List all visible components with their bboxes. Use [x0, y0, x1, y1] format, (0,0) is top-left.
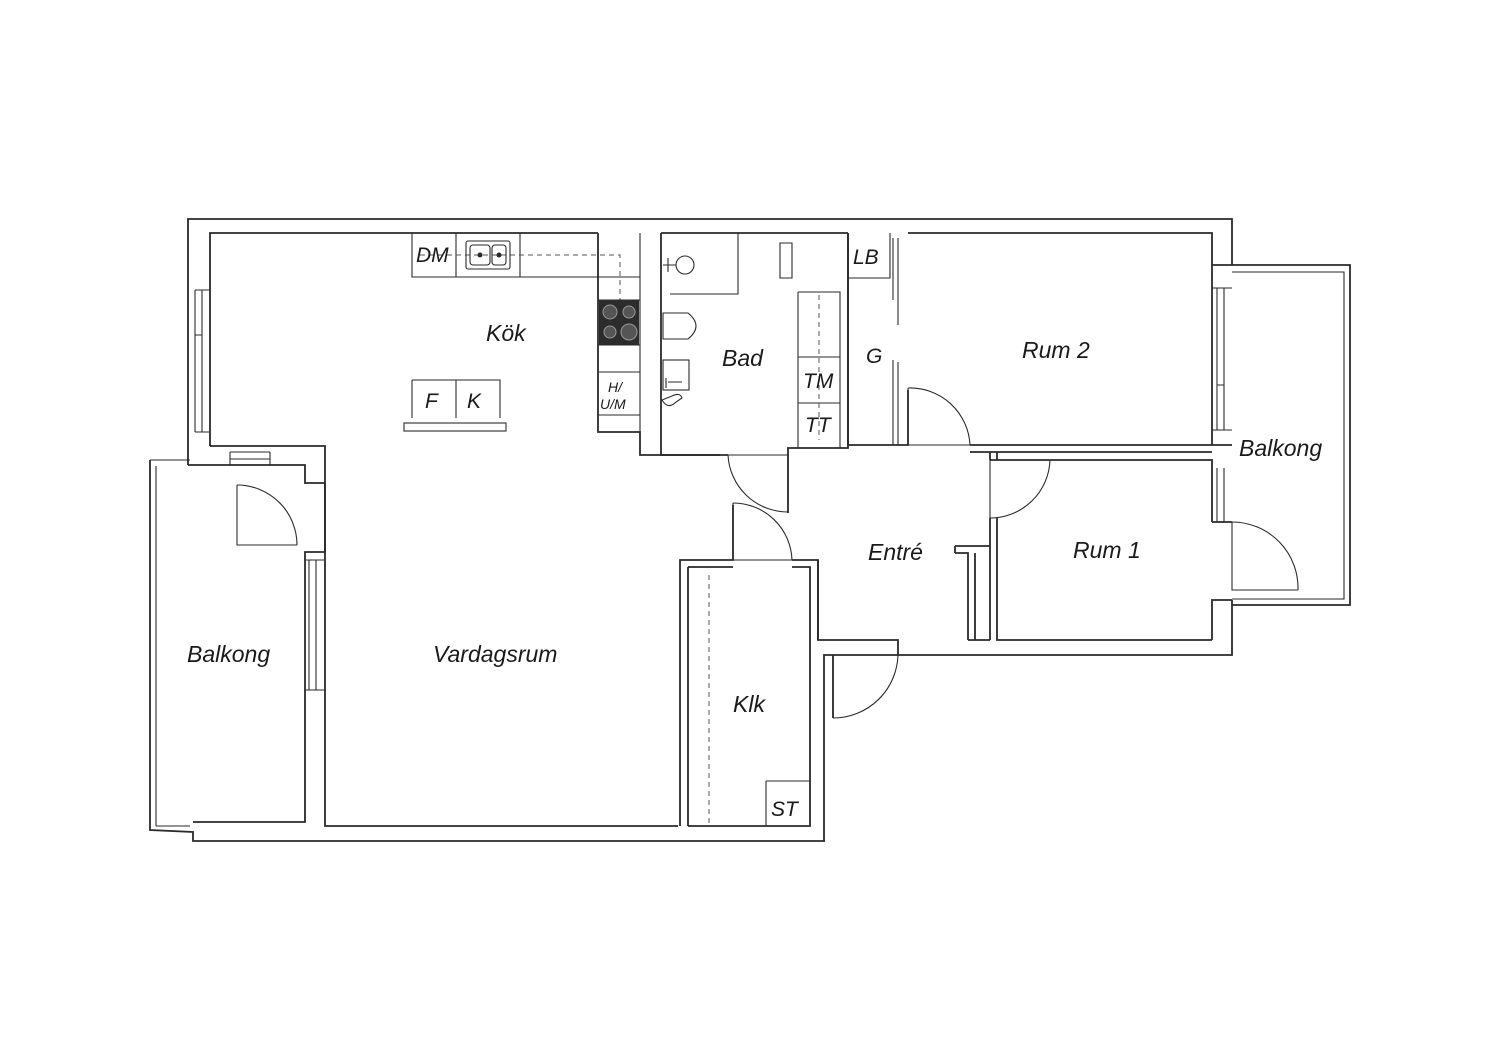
walk-in-closet: ST Klk [708, 575, 810, 826]
door-balcony-east[interactable] [1231, 521, 1299, 591]
entrance: Entré [679, 455, 990, 827]
door-closet[interactable] [732, 502, 793, 561]
room-label-balkong-east: Balkong [1239, 435, 1322, 461]
room-label-klk: Klk [733, 691, 766, 717]
washbasin-icon [661, 359, 690, 407]
room-label-kok: Kök [486, 320, 527, 346]
room-label-balkong-west: Balkong [187, 641, 270, 667]
door-rum-1[interactable] [989, 459, 1052, 519]
linen-cabinet-label: LB [853, 246, 879, 269]
door-front-entrance[interactable] [832, 654, 899, 719]
sink-icon [465, 240, 511, 270]
room-label-bad: Bad [722, 345, 764, 371]
room-label-entre: Entré [868, 539, 923, 565]
room-rum-2: Rum 2 [970, 337, 1212, 453]
bathroom: TM TT Bad [660, 233, 849, 456]
dryer-label: TT [805, 414, 833, 437]
room-rum-1: Rum 1 [989, 452, 1213, 641]
fridge-label: K [467, 390, 482, 413]
kitchen: DM F K H/ U/M Kök [403, 233, 720, 456]
doors [236, 387, 1299, 719]
shower-icon [663, 255, 695, 275]
balcony-east [1232, 264, 1351, 606]
toilet-icon [662, 312, 697, 340]
door-bathroom[interactable] [727, 454, 789, 513]
stove-icon [599, 300, 639, 345]
room-label-vardagsrum: Vardagsrum [433, 641, 557, 667]
fridge-freezer-icon [403, 379, 507, 432]
hum-label-line2: U/M [600, 396, 626, 412]
freezer-label: F [425, 390, 439, 413]
outer-walls [187, 218, 1233, 841]
room-label-rum-1: Rum 1 [1073, 537, 1141, 563]
wardrobe-label: G [866, 345, 882, 368]
dishwasher-label: DM [416, 244, 449, 267]
windows [194, 287, 1232, 691]
hum-label-line1: H/ [608, 379, 624, 395]
washing-machine-label: TM [803, 370, 834, 393]
door-rum-2[interactable] [907, 387, 971, 446]
room-label-rum-2: Rum 2 [1022, 337, 1090, 363]
storage-cabinet-label: ST [771, 798, 800, 821]
storage-corridor: LB G [847, 233, 909, 446]
door-balcony-west[interactable] [236, 484, 298, 546]
